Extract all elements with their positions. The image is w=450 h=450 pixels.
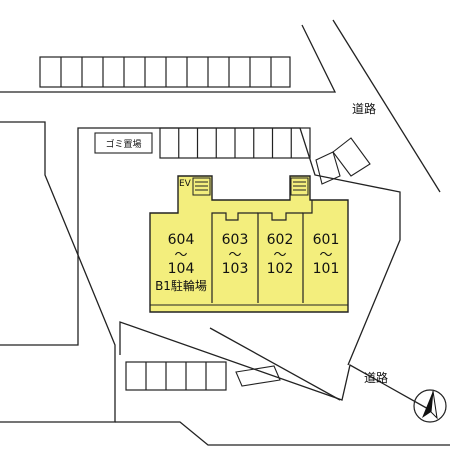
building-outline bbox=[149, 175, 349, 313]
unit-602-bottom: 102 bbox=[267, 261, 294, 277]
parking-middle bbox=[159, 127, 311, 159]
left-path bbox=[0, 121, 116, 423]
unit-601-bottom: 101 bbox=[313, 261, 340, 277]
unit-604-bottom: 104 bbox=[168, 261, 195, 277]
unit-dividers bbox=[211, 200, 313, 303]
unit-601-sep: 〜 bbox=[319, 248, 332, 263]
stair-left bbox=[192, 177, 211, 196]
unit-601-top: 601 bbox=[313, 232, 340, 248]
building: EV 604 〜 104 603 〜 103 602 〜 102 601 〜 1… bbox=[149, 175, 349, 313]
unit-602-sep: 〜 bbox=[273, 248, 286, 263]
road-upper-edge-inner bbox=[0, 24, 337, 93]
road-label-lower: 道路 bbox=[364, 370, 388, 385]
parking-angled-right bbox=[315, 137, 371, 185]
road-upper bbox=[0, 19, 441, 193]
parking-angled-bottom bbox=[235, 365, 281, 387]
unit-603-bottom: 103 bbox=[222, 261, 249, 277]
unit-603-sep: 〜 bbox=[228, 248, 241, 263]
bicycle-parking-label: B1駐輪場 bbox=[155, 278, 207, 293]
north-arrow-icon bbox=[413, 389, 447, 423]
site-boundary bbox=[77, 127, 450, 446]
parking-bottom bbox=[125, 361, 227, 391]
unit-602-top: 602 bbox=[267, 232, 294, 248]
unit-604-top: 604 bbox=[168, 232, 195, 248]
elevator-label: EV bbox=[179, 179, 192, 189]
unit-603-top: 603 bbox=[222, 232, 249, 248]
road-label-upper: 道路 bbox=[352, 101, 376, 116]
stair-right bbox=[290, 177, 309, 196]
road-lower-edge bbox=[209, 327, 341, 401]
garbage-label: ゴミ置場 bbox=[105, 138, 141, 150]
parking-top bbox=[39, 56, 291, 88]
garbage-area: ゴミ置場 bbox=[94, 132, 153, 154]
unit-604-sep: 〜 bbox=[174, 248, 187, 263]
road-upper-edge-outer bbox=[332, 19, 441, 193]
